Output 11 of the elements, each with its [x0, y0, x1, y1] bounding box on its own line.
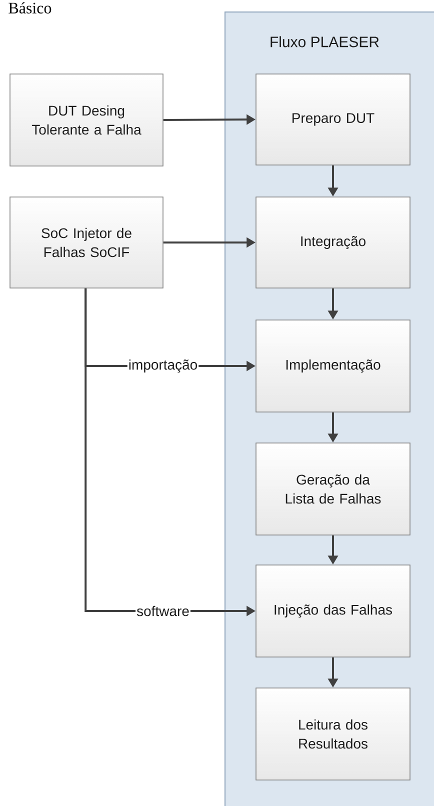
- input-box: DUT Desing Tolerante a Falha: [10, 74, 164, 166]
- input-box: SoC Injetor de Falhas SoCIF: [10, 196, 164, 288]
- process-box: Integração: [256, 196, 410, 288]
- process-box: Leitura dos Resultados: [256, 688, 410, 780]
- process-box: Geração da Lista de Falhas: [256, 442, 410, 536]
- process-box: Preparo DUT: [256, 74, 410, 166]
- process-box: Injeção das Falhas: [256, 564, 410, 658]
- edge-label: software: [136, 604, 190, 618]
- heading: Básico: [8, 2, 52, 14]
- edge-label: importação: [127, 358, 199, 374]
- process-box: Implementação: [256, 320, 410, 412]
